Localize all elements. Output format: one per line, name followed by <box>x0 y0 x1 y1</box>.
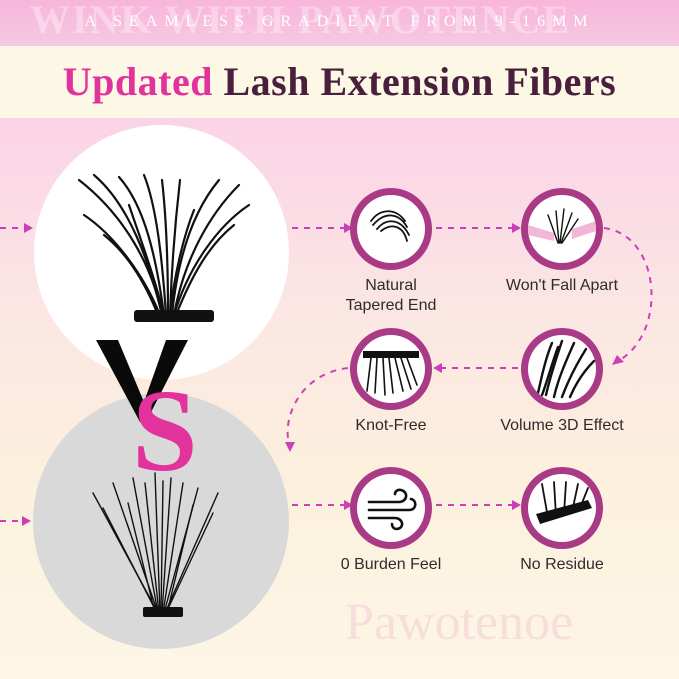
feature-label: 0 Burden Feel <box>340 556 442 573</box>
updated-lash-cluster-icon <box>77 173 251 322</box>
header-watermark: WINK WITH PAWOTENCE <box>30 0 572 42</box>
vs-s-letter: S <box>132 365 198 496</box>
title-highlight: Updated <box>62 59 213 104</box>
title-band <box>0 46 679 118</box>
lash-base-icon <box>536 481 592 524</box>
knot-free-lash-icon <box>363 351 419 396</box>
page-title: Updated Lash Extension Fibers <box>0 58 679 105</box>
updated-lash-photo <box>34 125 289 380</box>
feature-label: Volume 3D Effect <box>500 417 624 434</box>
volume-lash-icon <box>536 339 596 399</box>
feature-label: Knot-Free <box>355 417 427 434</box>
feature-label: Natural Tapered End <box>345 277 437 314</box>
tweezers-lash-icon <box>528 208 596 244</box>
wind-icon <box>367 488 417 531</box>
old-lash-cluster-icon <box>92 472 219 617</box>
tapered-lash-icon <box>370 210 410 242</box>
title-rest: Lash Extension Fibers <box>223 59 617 104</box>
brand-watermark: Pawotenoe <box>345 594 574 651</box>
feature-label: No Residue <box>520 556 604 573</box>
tagline: A SEAMLESS GRADIENT FROM 9-16MM <box>84 13 595 30</box>
feature-label: Won't Fall Apart <box>505 277 619 294</box>
top-banner: WINK WITH PAWOTENCE A SEAMLESS GRADIENT … <box>0 0 679 46</box>
old-lash-photo <box>33 393 289 649</box>
vs-v-letter: V <box>96 340 188 422</box>
